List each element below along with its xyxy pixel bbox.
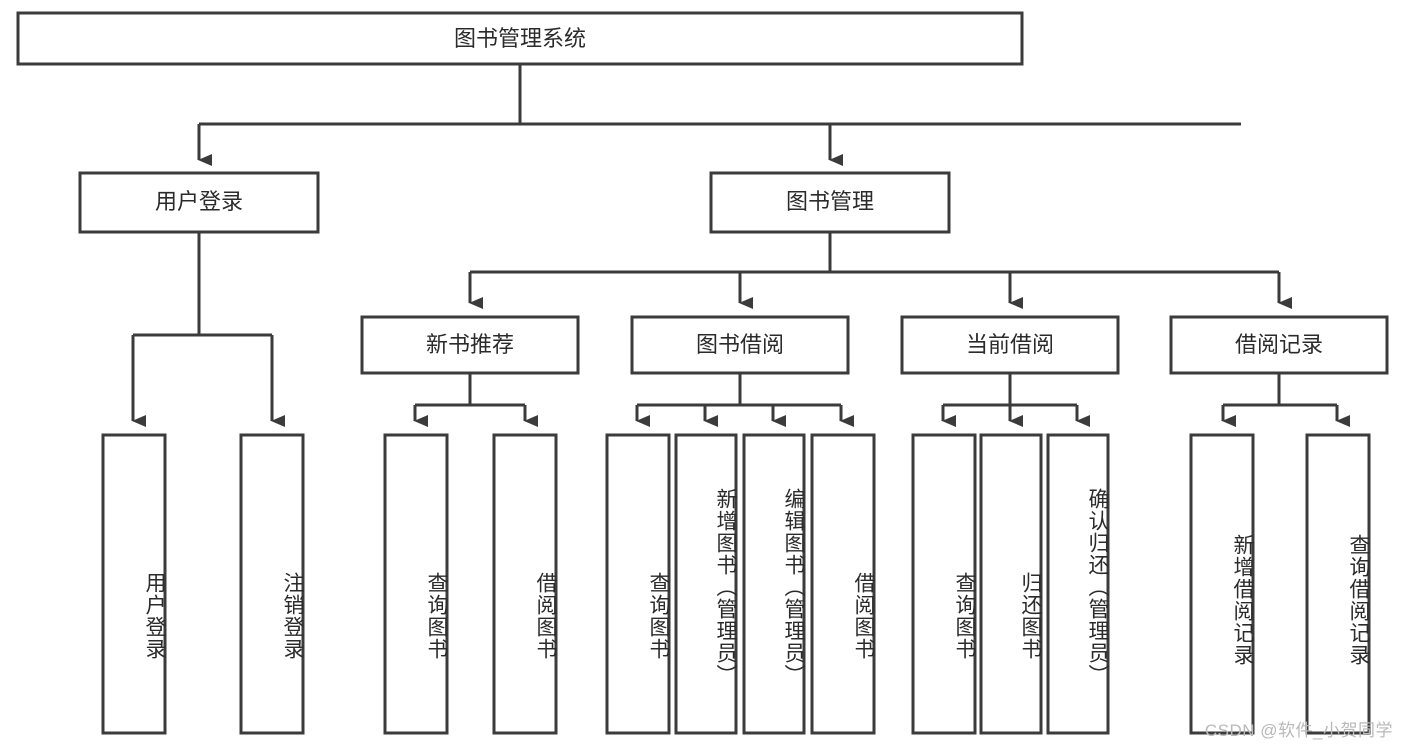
- node-leaf-borrow-book-2[interactable]: [810, 433, 876, 735]
- connector-bookborrow-to-leaves: [635, 373, 854, 427]
- csdn-watermark: CSDN @软件_小贺同学: [1204, 721, 1393, 740]
- connector-root-to-level2: [197, 64, 1241, 166]
- connector-bookmanage-to-level3: [468, 232, 1292, 309]
- node-leaf-query-record[interactable]: [1305, 433, 1371, 735]
- node-current-borrow-label: 当前借阅: [966, 332, 1054, 357]
- node-leaf-confirm-return[interactable]: [1046, 433, 1110, 735]
- node-leaf-return-book[interactable]: [979, 433, 1043, 735]
- connector-borrowrecord-to-leaves: [1221, 373, 1350, 427]
- node-leaf-logout[interactable]: [239, 433, 305, 735]
- node-book-manage-label: 图书管理: [786, 189, 874, 214]
- node-leaf-add-record[interactable]: [1189, 433, 1255, 735]
- node-leaf-borrow-book-1[interactable]: [492, 433, 558, 735]
- node-new-book-recommend-label: 新书推荐: [426, 332, 514, 357]
- node-leaf-user-login[interactable]: [101, 433, 167, 735]
- node-leaf-edit-book[interactable]: [742, 433, 806, 735]
- node-leaf-query-book-1[interactable]: [383, 433, 449, 735]
- node-leaf-query-book-3[interactable]: [911, 433, 977, 735]
- leaf-boxes: [101, 433, 1371, 735]
- node-leaf-add-book[interactable]: [674, 433, 738, 735]
- node-new-book-recommend[interactable]: 新书推荐: [360, 315, 580, 375]
- node-book-borrow[interactable]: 图书借阅: [630, 315, 850, 375]
- connector-newbook-to-leaves: [413, 373, 538, 427]
- node-current-borrow[interactable]: 当前借阅: [900, 315, 1120, 375]
- node-borrow-record[interactable]: 借阅记录: [1169, 315, 1389, 375]
- node-book-manage[interactable]: 图书管理: [709, 171, 951, 234]
- connector-currentborrow-to-leaves: [941, 373, 1090, 427]
- node-borrow-record-label: 借阅记录: [1235, 332, 1323, 357]
- node-user-login-label: 用户登录: [155, 189, 243, 214]
- node-user-login[interactable]: 用户登录: [78, 171, 320, 234]
- node-book-borrow-label: 图书借阅: [696, 332, 784, 357]
- node-root-label: 图书管理系统: [454, 26, 586, 51]
- connector-userlogin-to-leaves: [131, 232, 285, 427]
- node-leaf-query-book-2[interactable]: [605, 433, 671, 735]
- node-root[interactable]: 图书管理系统: [16, 11, 1024, 66]
